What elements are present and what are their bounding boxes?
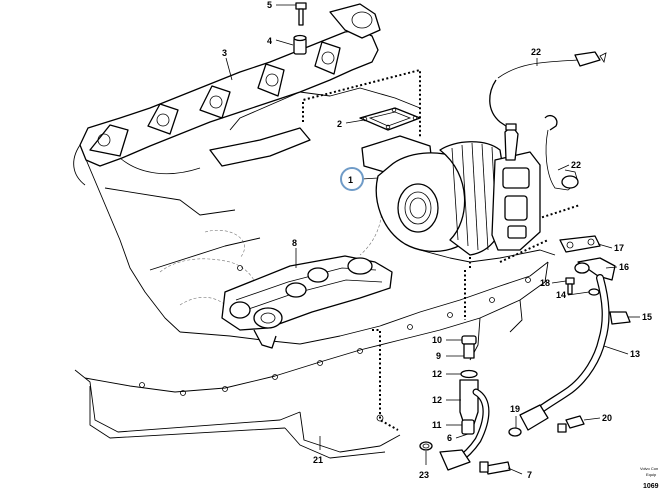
label-part-6: 6 [447,433,452,443]
label-part-3: 3 [222,48,227,58]
label-part-15: 15 [642,312,652,322]
label-part-18: 18 [540,278,550,288]
sensor-harness [489,51,607,191]
label-part-23: 23 [419,470,429,480]
label-part-11: 11 [432,420,442,430]
oil-feed-line [519,257,616,431]
label-part-22b: 22 [571,160,581,170]
seal-19 [508,427,522,437]
washer-14 [588,288,600,296]
callout-labels: 1 2 3 4 5 6 7 8 9 10 11 12 12 13 14 15 1… [222,0,652,480]
label-part-5: 5 [267,0,272,10]
label-part-17: 17 [614,243,624,253]
label-part-20: 20 [602,413,612,423]
washer-23 [419,441,433,451]
label-part-19: 19 [510,404,520,414]
engine-block-outline [73,87,556,459]
footer-imprint: Volvo Con Equip 1069 [640,466,659,490]
label-part-12b: 12 [432,395,442,405]
leader-lines [225,4,640,475]
turbo-gasket [359,107,421,131]
screw-18 [565,277,575,295]
footer-line-1: Volvo Con [640,466,658,471]
oil-return-assembly [439,335,511,475]
label-part-16: 16 [619,262,629,272]
label-part-4: 4 [267,36,272,46]
label-part-12a: 12 [432,369,442,379]
label-part-22a: 22 [531,47,541,57]
exhaust-manifold [79,3,381,175]
manifold-bolt [295,2,307,26]
label-part-7: 7 [527,470,532,480]
label-part-1: 1 [348,175,353,185]
label-part-10: 10 [432,335,442,345]
footer-line-2: Equip [646,472,657,477]
union-15 [609,311,631,325]
label-part-21: 21 [313,455,323,465]
label-part-2: 2 [337,119,342,129]
oil-gasket [559,235,601,253]
bolt-20 [557,415,585,433]
manifold-spacer [293,34,307,55]
label-part-9: 9 [436,351,441,361]
label-part-13: 13 [630,349,640,359]
turbocharger [361,123,541,256]
oil-filter-housing [221,255,393,349]
label-part-14: 14 [556,290,566,300]
highlight-ring [340,167,364,191]
footer-code: 1069 [643,483,659,490]
label-part-8: 8 [292,238,297,248]
